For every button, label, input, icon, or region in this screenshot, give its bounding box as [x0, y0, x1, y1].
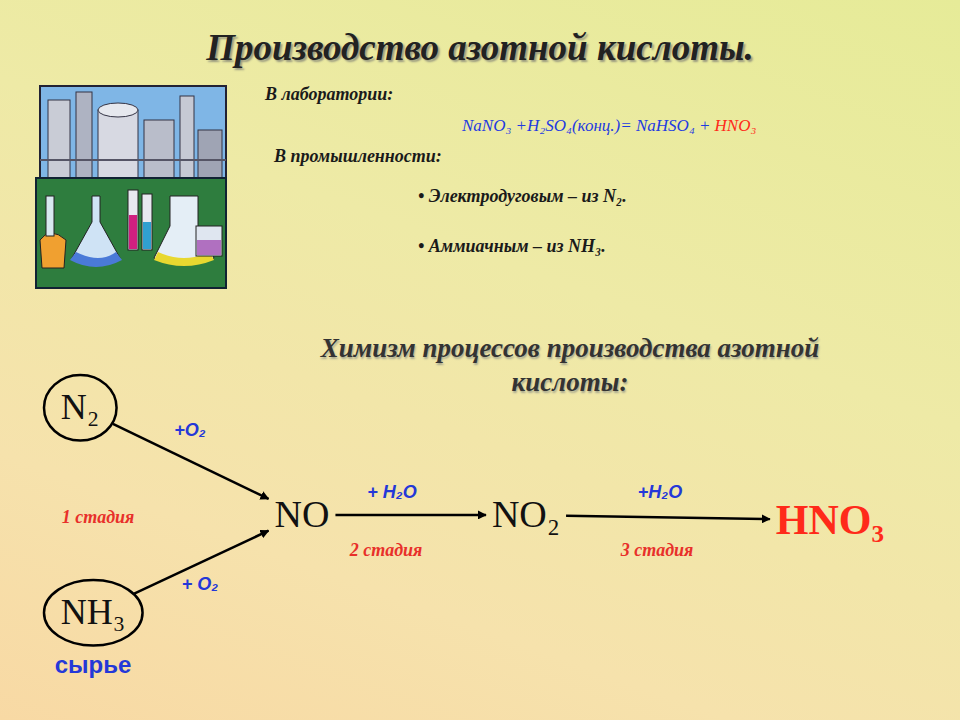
formula-node: HNO₃ — [770, 495, 890, 545]
reagent-label: +O₂ — [174, 420, 205, 441]
formula-node: NO₂ — [486, 492, 566, 538]
factory-picture — [36, 86, 226, 288]
stage-label: 3 стадия — [621, 540, 694, 561]
formula-text: NO — [269, 494, 336, 536]
raw-material-label: сырье — [55, 651, 132, 679]
method-item: • Электродуговым – из N₂. — [418, 186, 627, 207]
equation-product: HNO₃ — [715, 116, 757, 136]
formula-text: NO₂ — [486, 494, 566, 536]
stage-label: 1 стадия — [62, 507, 135, 528]
reagent-label: + H₂O — [367, 482, 416, 503]
formula-ellipse: N₂ — [43, 374, 118, 442]
method-item: • Аммиачным – из NH₃. — [418, 236, 606, 257]
section-heading: Химизм процессов производства азотной ки… — [290, 332, 850, 400]
formula-ellipse: NH₃сырье — [43, 579, 144, 647]
formula-text: N₂ — [43, 388, 118, 428]
section-label: В промышленности: — [274, 146, 442, 167]
section-label: В лаборатории: — [265, 84, 393, 105]
equation: NaNO₃ +H₂SO₄(конц.)= NaHSO₄ + — [462, 116, 711, 136]
reaction-arrow — [566, 516, 770, 519]
reagent-label: +H₂O — [638, 482, 682, 503]
formula-node: NO — [269, 492, 336, 538]
reagent-label: + O₂ — [182, 574, 218, 595]
stage-label: 2 стадия — [350, 540, 423, 561]
reaction-arrow — [335, 514, 485, 517]
formula-text: HNO₃ — [770, 497, 890, 543]
formula-text: NH₃ — [43, 593, 144, 633]
title: Производство азотной кислоты. — [206, 26, 754, 69]
